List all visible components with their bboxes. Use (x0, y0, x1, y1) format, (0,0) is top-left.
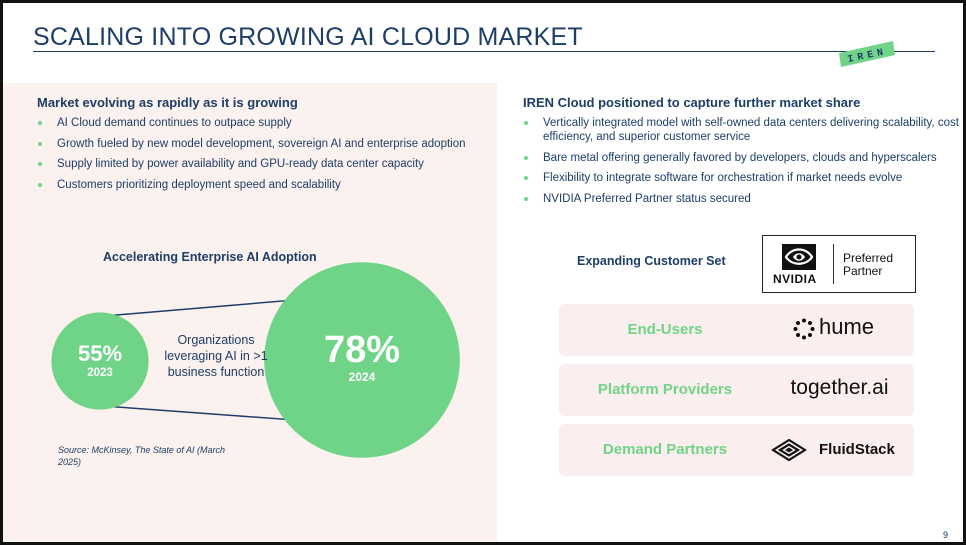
bubble-value-2024: 78% (323, 329, 401, 371)
bubble-2023 (51, 312, 149, 410)
iren-cloud-bullet: Flexibility to integrate software for or… (521, 171, 961, 185)
title-divider (33, 51, 935, 52)
market-bullet: Supply limited by power availability and… (35, 157, 490, 171)
chart-description: Organizations leveraging AI in >1 busine… (164, 333, 268, 379)
customers-heading: Expanding Customer Set (577, 254, 726, 268)
iren-cloud-bullet: Vertically integrated model with self-ow… (521, 116, 961, 144)
customer-category-label: Demand Partners (602, 441, 728, 458)
connector-line-bottom (111, 405, 293, 421)
customer-category-label: Platform Providers (597, 381, 733, 398)
bubble-value-2023: 55% (77, 341, 123, 366)
bubble-year-2024: 2024 (348, 370, 376, 384)
badge-divider (833, 244, 834, 284)
source-note: Source: McKinsey, The State of AI (March… (58, 445, 226, 467)
preferred-line: Preferred (843, 251, 894, 265)
page-title: SCALING INTO GROWING AI CLOUD MARKET (33, 23, 583, 51)
partner-line: Partner (843, 264, 883, 278)
customer-category-label: End-Users (627, 321, 703, 338)
market-bullet: Growth fueled by new model development, … (35, 137, 490, 151)
iren-cloud-heading: IREN Cloud positioned to capture further… (523, 95, 861, 110)
bubble-label-2023: 55% 2023 (50, 342, 150, 380)
together-ai-logo: together.ai (771, 364, 914, 416)
preferred-partner-text: Preferred Partner (843, 252, 893, 278)
connector-line-top (111, 299, 293, 317)
hume-wordmark: hume (819, 314, 875, 339)
market-bullet: Customers prioritizing deployment speed … (35, 178, 490, 192)
customer-row-end-users: End-Users hume (559, 304, 914, 356)
customer-row-platform-providers: Platform Providers together.ai (559, 364, 914, 416)
nvidia-preferred-partner-badge: NVIDIA Preferred Partner (762, 235, 916, 293)
adoption-bubble-chart (51, 262, 460, 458)
iren-logo: IREN (839, 41, 895, 67)
page-number: 9 (943, 530, 949, 540)
bubble-2024 (264, 262, 460, 458)
bubble-label-2024: 78% 2024 (292, 330, 432, 384)
iren-cloud-bullet: NVIDIA Preferred Partner status secured (521, 192, 961, 206)
market-heading: Market evolving as rapidly as it is grow… (37, 95, 298, 110)
hume-logo: hume (771, 304, 914, 356)
dots-ring-icon (793, 318, 815, 340)
iren-cloud-bullet: Bare metal offering generally favored by… (521, 151, 961, 165)
fluidstack-logo: FluidStack (771, 424, 914, 476)
fluidstack-icon (771, 438, 807, 462)
nvidia-wordmark: NVIDIA (773, 272, 817, 286)
bubble-year-2023: 2023 (87, 367, 113, 379)
market-bullets: AI Cloud demand continues to outpace sup… (35, 116, 490, 198)
fluidstack-wordmark: FluidStack (819, 441, 895, 458)
nvidia-eye-icon (782, 244, 816, 270)
market-bullet: AI Cloud demand continues to outpace sup… (35, 116, 490, 130)
chart-title: Accelerating Enterprise AI Adoption (103, 250, 317, 264)
customer-row-demand-partners: Demand Partners FluidStack (559, 424, 914, 476)
iren-cloud-bullets: Vertically integrated model with self-ow… (521, 116, 961, 212)
together-ai-wordmark: together.ai (790, 376, 889, 399)
